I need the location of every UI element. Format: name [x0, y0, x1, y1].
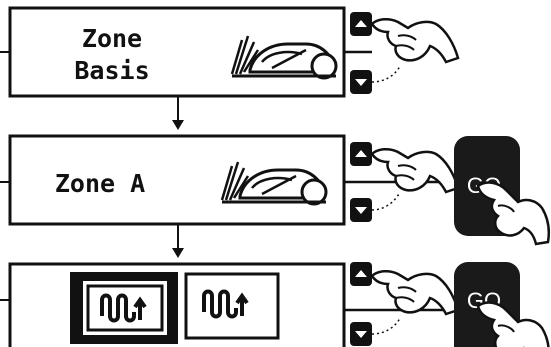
- up-arrow-button[interactable]: [350, 142, 372, 166]
- screen-zone-basis: Zone Basis: [0, 6, 372, 98]
- pointing-hand-icon: [370, 17, 460, 64]
- pointing-hand-icon: [370, 269, 460, 316]
- controls-row-2: GO: [350, 136, 550, 246]
- down-arrow-button[interactable]: [350, 198, 372, 222]
- down-arrow-button[interactable]: [350, 322, 372, 346]
- up-arrow-button[interactable]: [350, 12, 372, 36]
- screen-zone-basis-line-1: Zone: [82, 24, 142, 53]
- controls-row-1: [350, 12, 460, 94]
- flow-arrows: [172, 96, 184, 258]
- up-arrow-button[interactable]: [350, 262, 372, 286]
- screen-zone-basis-line-2: Basis: [74, 56, 149, 85]
- screen-mode-select: [0, 262, 460, 347]
- down-arrow-button[interactable]: [350, 70, 372, 94]
- controls-row-3: GO: [350, 262, 550, 347]
- wave-pattern-option[interactable]: [184, 272, 280, 340]
- wave-pattern-selected-option[interactable]: [70, 272, 178, 344]
- screen-zone-a-label: Zone A: [55, 169, 145, 198]
- screen-zone-a: Zone A: [0, 134, 460, 226]
- pointing-hand-icon: [370, 147, 460, 194]
